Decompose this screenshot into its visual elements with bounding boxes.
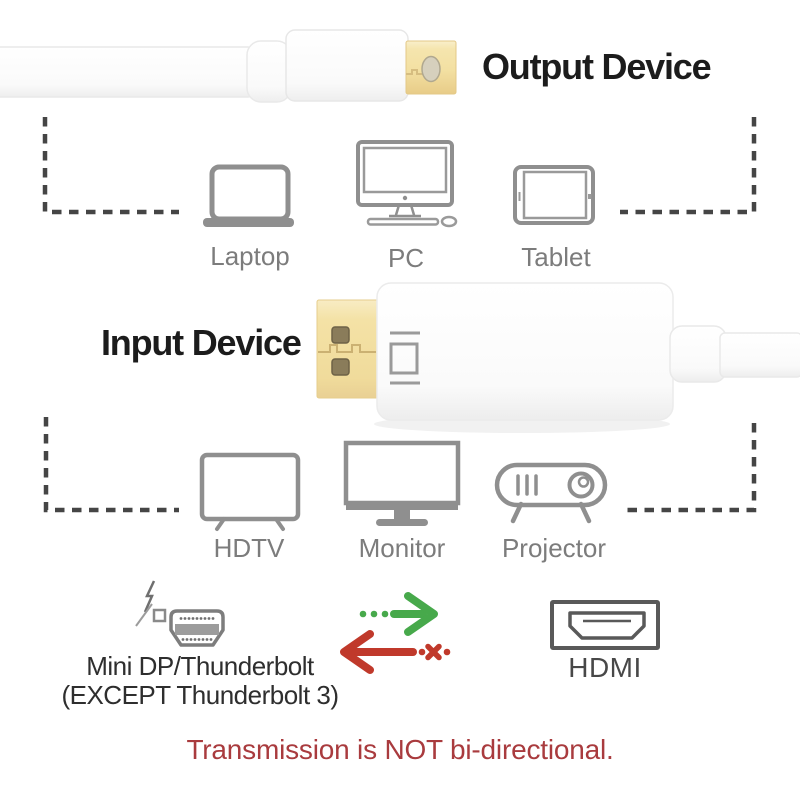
plug-oval-slot [421, 55, 441, 83]
tablet-icon [513, 165, 595, 225]
arrow-right-icon [359, 592, 438, 636]
input-device-title: Input Device [101, 322, 302, 363]
direction-arrows-icon [340, 592, 451, 674]
source-connector-note: (EXCEPT Thunderbolt 3) [61, 680, 339, 710]
port-pins-bottom [181, 638, 213, 641]
cable-line [0, 46, 255, 98]
thunderbolt-box [152, 608, 167, 623]
device-label-projector: Projector [501, 533, 607, 563]
arrow-left-crossed-icon [340, 630, 451, 674]
monitor-icon [343, 440, 461, 526]
laptop-icon [203, 164, 294, 227]
plug-contact-top [331, 326, 350, 344]
device-label-monitor: Monitor [358, 533, 446, 563]
thunderbolt-icon [143, 580, 156, 613]
projector-icon [494, 462, 608, 524]
connector-body [285, 29, 409, 102]
hdmi-cable-graphic [316, 282, 800, 433]
hdtv-icon [199, 452, 301, 531]
hdmi-gold-plug [316, 299, 380, 399]
hdmi-connector-label: HDMI [568, 652, 642, 683]
source-connector-label: Mini DP/Thunderbolt [86, 651, 314, 681]
mini-dp-port-icon [135, 580, 225, 647]
pc-icon [356, 140, 458, 228]
device-label-hdtv: HDTV [213, 533, 285, 563]
output-bracket-left [42, 117, 179, 215]
hdmi-port-icon [550, 600, 660, 650]
port-band [175, 624, 219, 635]
device-label-laptop: Laptop [210, 241, 290, 271]
minidp-cable-graphic [0, 29, 457, 103]
port-pins-top [179, 617, 215, 620]
hdmi-cable-line [719, 332, 800, 378]
strain-relief [246, 40, 292, 103]
input-bracket [43, 417, 757, 513]
input-bracket-left [43, 417, 179, 513]
plug-step-line [318, 344, 376, 353]
hdmi-connector-body [376, 282, 674, 421]
input-bracket-right [621, 423, 757, 513]
dp-logo-mark [389, 331, 420, 385]
output-bracket-right [620, 117, 757, 215]
plug-contact-bottom [331, 358, 350, 376]
hdmi-strain-relief [669, 325, 727, 383]
output-device-title: Output Device [482, 46, 712, 87]
thunderbolt-slash [135, 603, 153, 627]
device-label-tablet: Tablet [521, 242, 591, 272]
device-label-pc: PC [387, 243, 425, 273]
warning-text: Transmission is NOT bi-directional. [186, 734, 614, 765]
